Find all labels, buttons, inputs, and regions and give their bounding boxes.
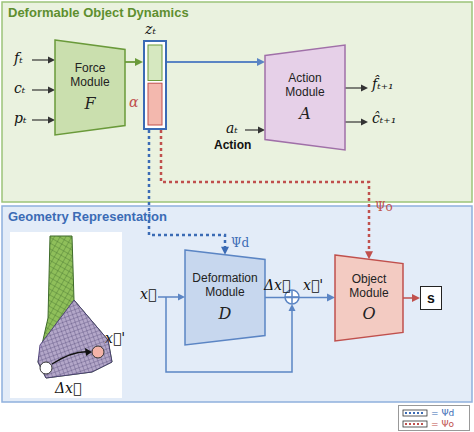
module-body: Force ModuleF	[55, 40, 125, 135]
legend-sample-frame	[403, 410, 427, 416]
action-module: Action ModuleA	[265, 45, 345, 150]
legend-row: = Ψo	[402, 418, 466, 429]
module-name: Action Module	[272, 72, 338, 100]
point-label: x⃗'	[105, 330, 125, 346]
arrowhead	[412, 294, 420, 302]
action-signal: aₜ	[226, 120, 238, 136]
offset-label: Δx⃗	[55, 380, 81, 396]
output-signal: f̂ₜ₊₁	[372, 76, 394, 92]
module-shape	[265, 45, 345, 150]
connector-line	[149, 130, 225, 249]
connector-line	[265, 297, 329, 299]
module-name: Force Module	[62, 62, 118, 90]
latent-outline	[144, 41, 166, 129]
offset-label: Δx⃗	[264, 277, 290, 293]
edge-label: Ψd	[231, 236, 249, 250]
legend-dotted-line	[405, 412, 425, 414]
legend-line-sample	[402, 408, 428, 418]
force-module: Force ModuleF	[55, 40, 125, 135]
connector-line	[167, 61, 259, 63]
panel-title: Deformable Object Dynamics	[8, 5, 189, 20]
point-label: x⃗'	[303, 277, 323, 293]
output-symbol: s	[427, 290, 435, 306]
geometry-panel-ground	[2, 206, 472, 402]
module-shape	[185, 250, 265, 345]
connector	[167, 58, 265, 66]
object-illustration	[10, 232, 122, 398]
alpha-part	[148, 83, 162, 125]
dynamics-panel-ground	[2, 2, 472, 202]
module-symbol: D	[219, 304, 232, 323]
connector	[403, 294, 420, 302]
module-symbol: F	[84, 94, 95, 113]
input-signal: pₜ	[14, 110, 26, 126]
latent-part	[148, 45, 162, 81]
input-signal: cₜ	[14, 80, 25, 96]
connector	[265, 294, 335, 302]
module-body: Object ModuleO	[335, 255, 403, 341]
legend-dotted-line	[405, 423, 425, 425]
deformation-module: Deformation ModuleD	[185, 250, 265, 345]
legend-line-sample	[402, 419, 428, 429]
module-body: Deformation ModuleD	[185, 250, 265, 345]
point-label: x⃗	[140, 286, 156, 302]
arrowhead	[365, 251, 373, 259]
arrowhead	[257, 58, 265, 66]
arrowhead	[221, 247, 229, 255]
legend-text: = Ψo	[431, 419, 454, 429]
latent-label: zₜ	[145, 21, 156, 37]
arrowhead	[327, 294, 335, 302]
output-signal: ĉₜ₊₁	[372, 110, 396, 126]
module-body: Action ModuleA	[265, 45, 345, 150]
module-name: Deformation Module	[192, 272, 258, 300]
latent-vector: zₜα	[143, 40, 167, 130]
legend-sample-frame	[403, 421, 427, 427]
dynamics-panel: Deformable Object DynamicsForce ModuleFz…	[2, 2, 472, 202]
legend-text: = Ψd	[431, 408, 454, 418]
latent-bar	[143, 40, 167, 130]
module-shape	[335, 255, 403, 341]
geometry-panel: Geometry RepresentationDeformation Modul…	[2, 206, 472, 402]
module-symbol: O	[362, 304, 375, 323]
module-name: Object Module	[342, 273, 396, 301]
legend-row: = Ψd	[402, 407, 466, 418]
legend-box: = Ψd= Ψo	[398, 405, 470, 431]
module-symbol: A	[299, 104, 311, 123]
edge-label: Ψo	[375, 200, 393, 214]
module-shape	[55, 40, 125, 135]
object-module: Object ModuleO	[335, 255, 403, 341]
alpha-label: α	[129, 94, 138, 110]
arrowhead	[135, 58, 143, 66]
action-caption: Action	[214, 138, 251, 152]
connector	[125, 58, 143, 66]
panel-title: Geometry Representation	[8, 209, 167, 224]
output-box: s	[420, 286, 442, 310]
input-signal: fₜ	[14, 50, 23, 66]
